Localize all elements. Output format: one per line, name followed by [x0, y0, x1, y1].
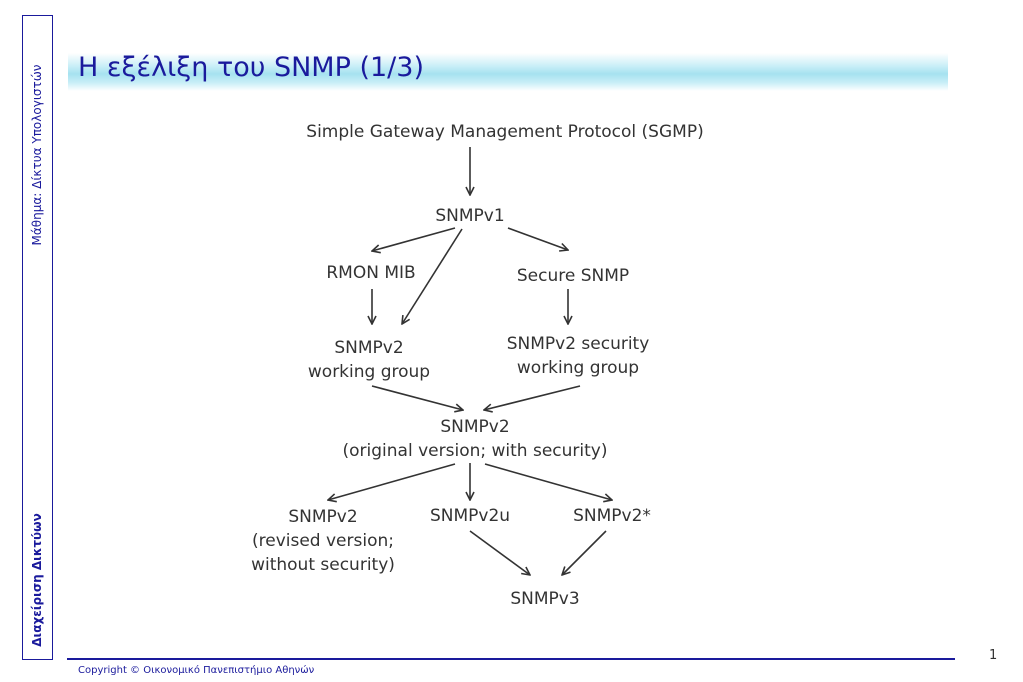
footer-divider [67, 658, 955, 660]
node-v2u-line: SNMPv2u [429, 506, 511, 526]
node-secure-snmp: Secure SNMP [517, 264, 629, 288]
node-rmon-mib: RMON MIB [326, 261, 415, 285]
sidebar-frame [22, 15, 53, 660]
edge-v2orig-v2rev [328, 463, 456, 500]
node-snmpv2-revised: SNMPv2 (revised version; without securit… [251, 505, 395, 577]
node-snmpv2-original: SNMPv2 (original version; with security) [343, 415, 608, 463]
node-v2orig-line2: (original version; with security) [342, 441, 608, 461]
node-v2rev-line2: (revised version; [251, 531, 394, 551]
node-v2rev-line1: SNMPv2 [288, 507, 358, 527]
edge-v2orig-v2star [484, 463, 612, 500]
node-snmpv1: SNMPv1 [435, 204, 504, 228]
node-v3-line: SNMPv3 [510, 589, 580, 609]
slide-title: Η εξέλιξη του SNMP (1/3) [78, 52, 424, 83]
node-sgmp-line: Simple Gateway Management Protocol (SGMP… [306, 122, 704, 142]
node-snmpv2-working-group: SNMPv2 working group [308, 336, 430, 384]
node-snmpv2u: SNMPv2u [430, 504, 510, 528]
node-snmpv1-line: SNMPv1 [435, 206, 505, 226]
node-v2sec-line2: working group [516, 358, 640, 378]
node-v2sec-line1: SNMPv2 security [506, 334, 650, 354]
edge-snmpv1-rmon [372, 227, 456, 251]
node-snmpv3: SNMPv3 [510, 587, 579, 611]
node-v2rev-line3: without security) [251, 555, 395, 575]
node-v2orig-line1: SNMPv2 [440, 417, 510, 437]
edge-snmpv1-secure [507, 227, 568, 250]
edge-v2wg-v2orig [371, 385, 463, 410]
node-snmpv2-security-wg: SNMPv2 security working group [507, 332, 650, 380]
node-v2wg-line1: SNMPv2 [334, 338, 404, 358]
edge-snmpv1-v2wg [402, 228, 463, 324]
node-rmon-line: RMON MIB [326, 263, 416, 283]
node-sgmp: Simple Gateway Management Protocol (SGMP… [306, 120, 703, 144]
node-snmpv2-star: SNMPv2* [573, 504, 651, 528]
footer-copyright: Copyright © Οικονομικό Πανεπιστήμιο Αθην… [78, 665, 315, 676]
edge-v2sec-v2orig [484, 385, 581, 410]
node-secure-line: Secure SNMP [516, 266, 630, 286]
node-v2star-line: SNMPv2* [573, 506, 651, 526]
page-number: 1 [989, 648, 998, 663]
title-bar [68, 53, 948, 91]
node-v2wg-line2: working group [307, 362, 431, 382]
edge-v2star-v3 [562, 530, 607, 575]
edge-v2u-v3 [469, 530, 530, 575]
